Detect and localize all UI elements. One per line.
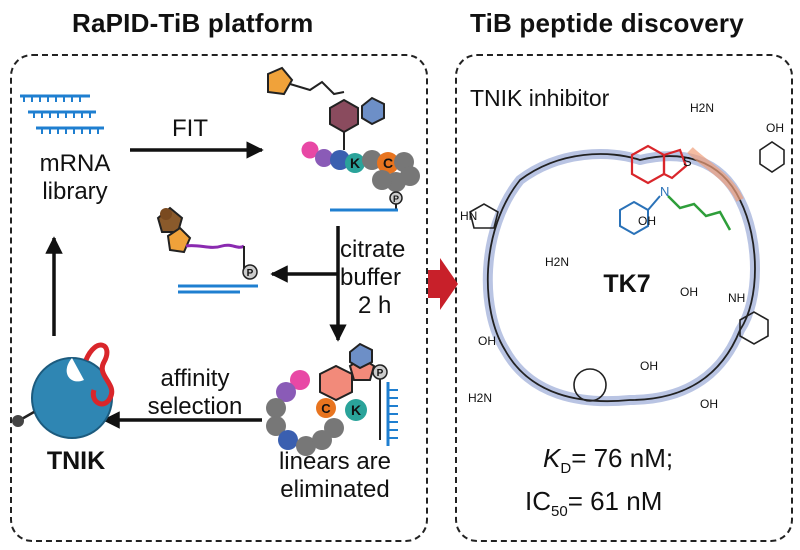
svg-text:OH: OH (700, 397, 718, 411)
translated-peptide-icon: K C P (267, 66, 420, 212)
compound-label: TK7 (603, 270, 651, 298)
citrate-label: citrate buffer 2 h (340, 236, 406, 319)
svg-text:OH: OH (766, 121, 784, 135)
svg-text:S: S (683, 154, 692, 169)
right-panel-title: TiB peptide discovery (470, 8, 744, 38)
svg-text:H2N: H2N (545, 255, 569, 269)
fit-label: FIT (172, 115, 208, 142)
left-panel-title: RaPID-TiB platform (72, 8, 314, 38)
svg-text:NH: NH (728, 291, 745, 305)
ic50-readout: IC50= 61 nM (525, 486, 663, 521)
mrna-library-icon (20, 94, 104, 134)
affinity-label: affinity selection (147, 365, 243, 420)
svg-text:N: N (660, 184, 669, 199)
svg-text:OH: OH (640, 359, 658, 373)
cyclized-peptide-icon: K C P (266, 342, 398, 456)
kd-readout: KD= 76 nM; (543, 443, 674, 478)
inhibitor-label: TNIK inhibitor (470, 85, 610, 111)
linears-label: linears are eliminated (278, 448, 392, 503)
right-panel (455, 54, 793, 542)
tnik-protein-icon (12, 342, 115, 439)
process-arrows (45, 141, 347, 429)
svg-text:OH: OH (478, 334, 496, 348)
svg-text:K: K (351, 402, 361, 418)
mrna-label: mRNA library (39, 150, 111, 205)
released-product-icon: P (156, 206, 258, 294)
svg-text:H2N: H2N (468, 391, 492, 405)
svg-text:H2N: H2N (690, 101, 714, 115)
svg-text:HN: HN (460, 209, 477, 223)
residue-k-label: K (350, 155, 360, 171)
tk7-structure-icon: S N OH NH H2N HN H2N H2N OH OH OH OH OH (460, 101, 785, 411)
transition-arrow-icon (428, 258, 458, 310)
svg-text:P: P (377, 368, 384, 379)
tnik-label: TNIK (46, 447, 106, 475)
svg-text:C: C (321, 401, 331, 416)
svg-text:P: P (247, 268, 254, 279)
left-panel (10, 54, 428, 542)
svg-text:OH: OH (638, 214, 656, 228)
svg-text:P: P (393, 194, 399, 204)
svg-text:OH: OH (680, 285, 698, 299)
residue-c-label: C (383, 155, 393, 171)
